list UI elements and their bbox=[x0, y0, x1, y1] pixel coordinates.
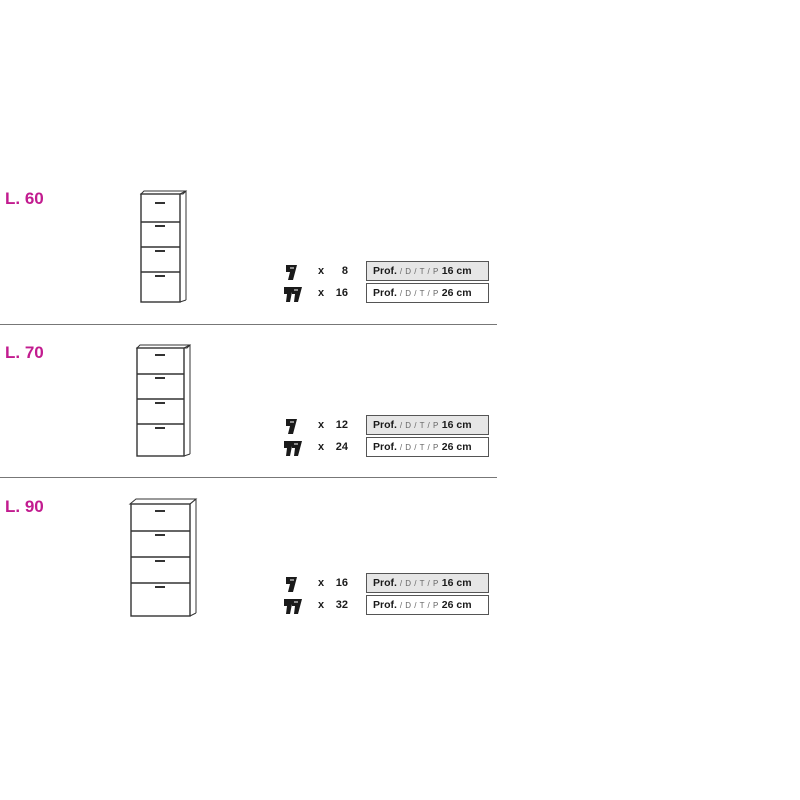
double-shoe-icon bbox=[284, 287, 302, 302]
depth-box: Prof. / D / T / P 26 cm bbox=[366, 283, 489, 303]
shoe-cabinet-90-drawing bbox=[128, 498, 198, 617]
shoe-cabinet-60-drawing bbox=[139, 190, 188, 303]
depth-value: 16 cm bbox=[441, 265, 472, 277]
section-divider bbox=[0, 324, 497, 325]
width-label: L. 90 bbox=[5, 497, 44, 516]
pair-count: 8 bbox=[341, 265, 348, 277]
pair-count: 16 bbox=[335, 287, 348, 299]
dtp-label: / D / T / P bbox=[399, 601, 439, 610]
prof-label: Prof. bbox=[373, 419, 397, 431]
multiplier: x bbox=[318, 577, 325, 589]
depth-value: 26 cm bbox=[441, 287, 472, 299]
depth-box: Prof. / D / T / P 16 cm bbox=[366, 261, 489, 281]
pair-count: 24 bbox=[335, 441, 348, 453]
dtp-label: / D / T / P bbox=[399, 289, 439, 298]
prof-label: Prof. bbox=[373, 599, 397, 611]
width-label: L. 70 bbox=[5, 343, 44, 362]
pair-count: 12 bbox=[335, 419, 348, 431]
single-shoe-icon bbox=[286, 265, 297, 280]
prof-label: Prof. bbox=[373, 577, 397, 589]
shoe-cabinet-70-drawing bbox=[135, 344, 192, 457]
multiplier: x bbox=[318, 419, 325, 431]
single-shoe-icon bbox=[286, 419, 297, 434]
prof-label: Prof. bbox=[373, 265, 397, 277]
depth-value: 16 cm bbox=[441, 419, 472, 431]
prof-label: Prof. bbox=[373, 287, 397, 299]
multiplier: x bbox=[318, 441, 325, 453]
width-label: L. 60 bbox=[5, 189, 44, 208]
double-shoe-icon bbox=[284, 441, 302, 456]
pair-count: 16 bbox=[335, 577, 348, 589]
multiplier: x bbox=[318, 599, 325, 611]
depth-box: Prof. / D / T / P 26 cm bbox=[366, 437, 489, 457]
depth-value: 26 cm bbox=[441, 441, 472, 453]
pair-count: 32 bbox=[335, 599, 348, 611]
depth-box: Prof. / D / T / P 26 cm bbox=[366, 595, 489, 615]
multiplier: x bbox=[318, 265, 325, 277]
multiplier: x bbox=[318, 287, 325, 299]
dtp-label: / D / T / P bbox=[399, 579, 439, 588]
double-shoe-icon bbox=[284, 599, 302, 614]
single-shoe-icon bbox=[286, 577, 297, 592]
depth-box: Prof. / D / T / P 16 cm bbox=[366, 415, 489, 435]
depth-value: 16 cm bbox=[441, 577, 472, 589]
prof-label: Prof. bbox=[373, 441, 397, 453]
dtp-label: / D / T / P bbox=[399, 443, 439, 452]
section-divider bbox=[0, 477, 497, 478]
dtp-label: / D / T / P bbox=[399, 267, 439, 276]
depth-box: Prof. / D / T / P 16 cm bbox=[366, 573, 489, 593]
dtp-label: / D / T / P bbox=[399, 421, 439, 430]
depth-value: 26 cm bbox=[441, 599, 472, 611]
